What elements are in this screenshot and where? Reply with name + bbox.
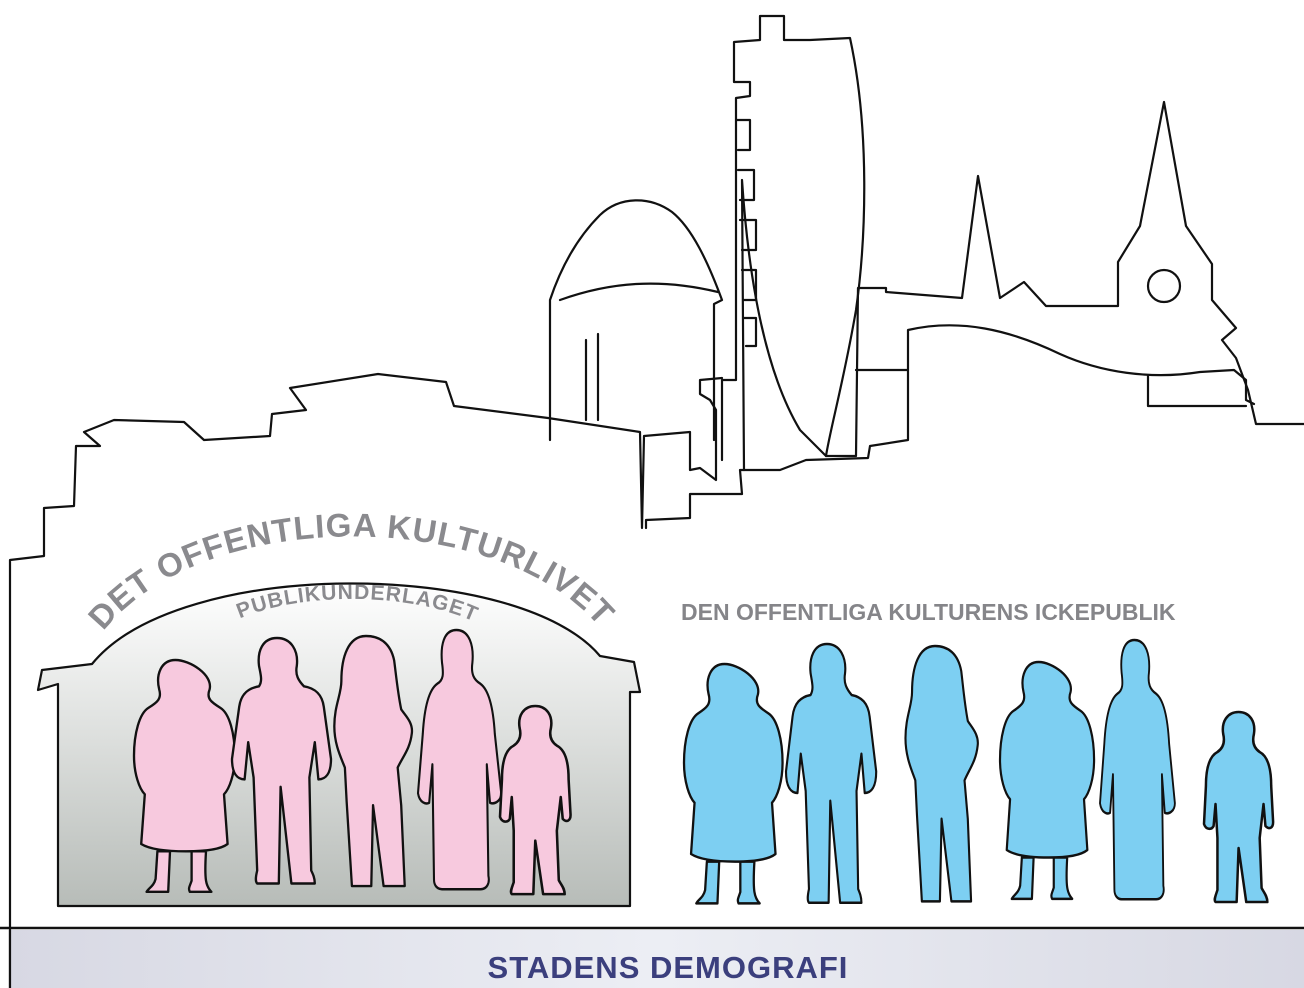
skyline-rotunda	[548, 199, 724, 442]
skyline-right-buildings	[824, 100, 1304, 458]
skyline-tower-ledges	[734, 118, 758, 348]
skyline-foreground-wall	[644, 324, 1256, 530]
nonpublic-person-man	[784, 642, 878, 904]
demography-band-bg	[10, 930, 1304, 988]
nonpublic-person-woman-2	[998, 660, 1096, 901]
nonpublic-person-girl	[904, 644, 980, 903]
nonpublic-person-child	[1202, 710, 1275, 904]
nonpublic-person-woman	[682, 662, 784, 905]
skyline	[8, 14, 1304, 988]
skyline-twisting-tower	[720, 14, 866, 472]
skyline-church-clock	[1146, 268, 1182, 304]
demography-band: STADENS DEMOGRAFI	[0, 926, 1304, 988]
skyline-left-buildings	[8, 372, 724, 988]
nonpublic-title: DEN OFFENTLIGA KULTURENS ICKEPUBLIK	[681, 599, 1176, 625]
skyline-rotunda-columns	[584, 332, 600, 422]
nonpublic-person-tall	[1098, 638, 1177, 901]
nonpublic-group	[682, 638, 1275, 905]
footer-title: STADENS DEMOGRAFI	[488, 950, 849, 985]
